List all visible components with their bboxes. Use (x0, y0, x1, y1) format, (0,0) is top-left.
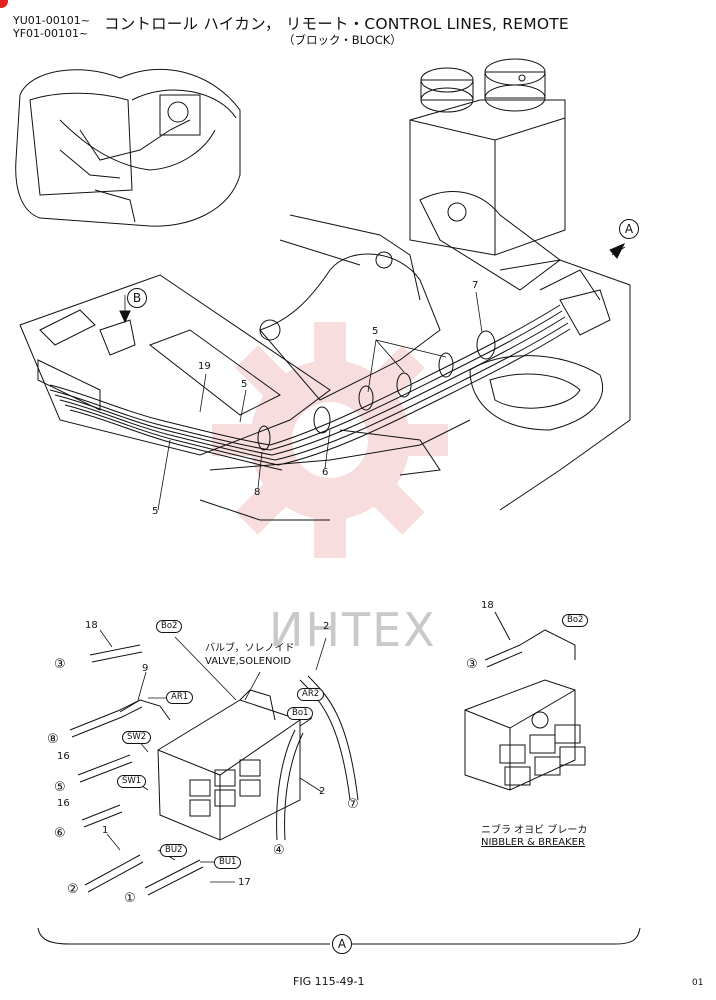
part-label: 2 (319, 786, 326, 797)
circled-ref: ② (67, 882, 79, 897)
part-label: 19 (198, 361, 211, 372)
part-label: 5 (152, 506, 159, 517)
part-label: 1 (102, 825, 109, 836)
circled-ref: ⑤ (54, 780, 66, 795)
watermark-text: ИНТЕХ (269, 603, 437, 657)
part-label: 17 (238, 877, 251, 888)
part-label: 16 (57, 798, 70, 809)
port-tag: AR2 (297, 688, 325, 701)
port-tag: SW2 (122, 731, 152, 744)
port-tag: AR1 (166, 691, 194, 704)
page-title: コントロール ハイカン， リモート・CONTROL LINES, REMOTE (104, 15, 569, 33)
port-tag: BU2 (160, 844, 188, 857)
nibbler-breaker-caption: ニブラ オヨビ ブレーカ NIBBLER & BREAKER (481, 825, 587, 849)
nibbler-valve-assembly (464, 611, 586, 791)
part-label: 18 (481, 600, 494, 611)
valve-label-jp: バルブ，ソレノイド (205, 643, 295, 654)
circled-ref: ⑦ (347, 797, 359, 812)
part-label: 5 (372, 326, 379, 337)
serial-range-1: YU01-00101~ (13, 14, 90, 27)
upper-leader-lines (124, 246, 626, 511)
port-tag: BU1 (214, 856, 242, 869)
corner-red-mark (0, 0, 8, 8)
part-label: 16 (57, 751, 70, 762)
tank-tower (409, 58, 566, 256)
circled-ref: ④ (273, 843, 285, 858)
part-label: 18 (85, 620, 98, 631)
view-ref-a: A (619, 219, 639, 239)
nibbler-caption-jp: ニブラ オヨビ ブレーカ (481, 825, 588, 836)
circled-ref: ⑧ (47, 732, 59, 747)
view-ref-b: B (127, 288, 147, 308)
solenoid-valve-assembly (69, 644, 359, 896)
page-subtitle: （ブロック・BLOCK） (283, 33, 402, 47)
floor-plate (19, 274, 331, 456)
circled-ref: ③ (466, 657, 478, 672)
part-label: 5 (241, 379, 248, 390)
port-tag: Bo1 (287, 707, 314, 720)
machine-overview-inset (15, 68, 241, 227)
port-tag: Bo2 (156, 620, 183, 633)
valve-label-en: VALVE,SOLENOID (205, 656, 291, 667)
hose-bundle (49, 269, 611, 471)
upper-frame (199, 191, 631, 521)
circled-ref: ③ (54, 657, 66, 672)
nibbler-caption-en: NIBBLER & BREAKER (481, 837, 585, 848)
part-label: 8 (254, 487, 261, 498)
circled-ref: ⑥ (54, 826, 66, 841)
corner-code: 01 (692, 978, 704, 988)
circled-ref: ① (124, 891, 136, 906)
part-label: 6 (322, 467, 329, 478)
port-tag: SW1 (117, 775, 147, 788)
figure-number: FIG 115-49-1 (293, 975, 365, 988)
port-tag: Bo2 (562, 614, 589, 627)
part-label: 2 (323, 621, 330, 632)
bottom-view-ref: A (332, 934, 352, 954)
part-label: 9 (142, 663, 149, 674)
part-label: 7 (472, 280, 479, 291)
serial-range-2: YF01-00101~ (13, 27, 89, 40)
